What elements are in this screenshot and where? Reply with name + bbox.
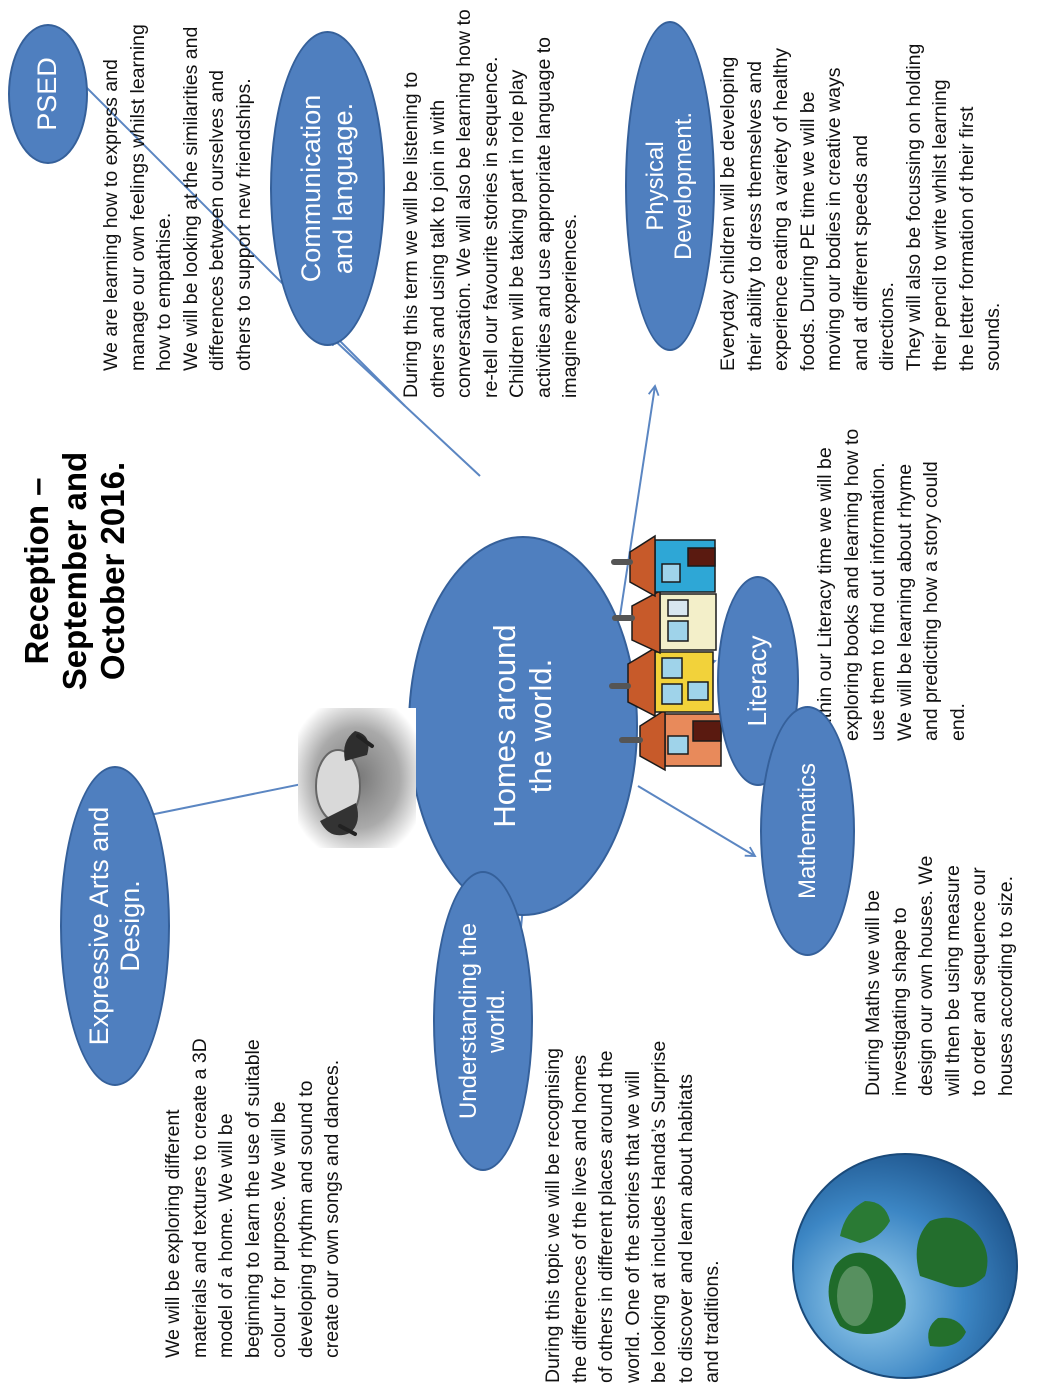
- arrow-psed: [58, 59, 406, 407]
- arrow-physical: [619, 384, 660, 617]
- arrow-communication: [328, 334, 481, 477]
- arrow-mathematics: [637, 785, 757, 857]
